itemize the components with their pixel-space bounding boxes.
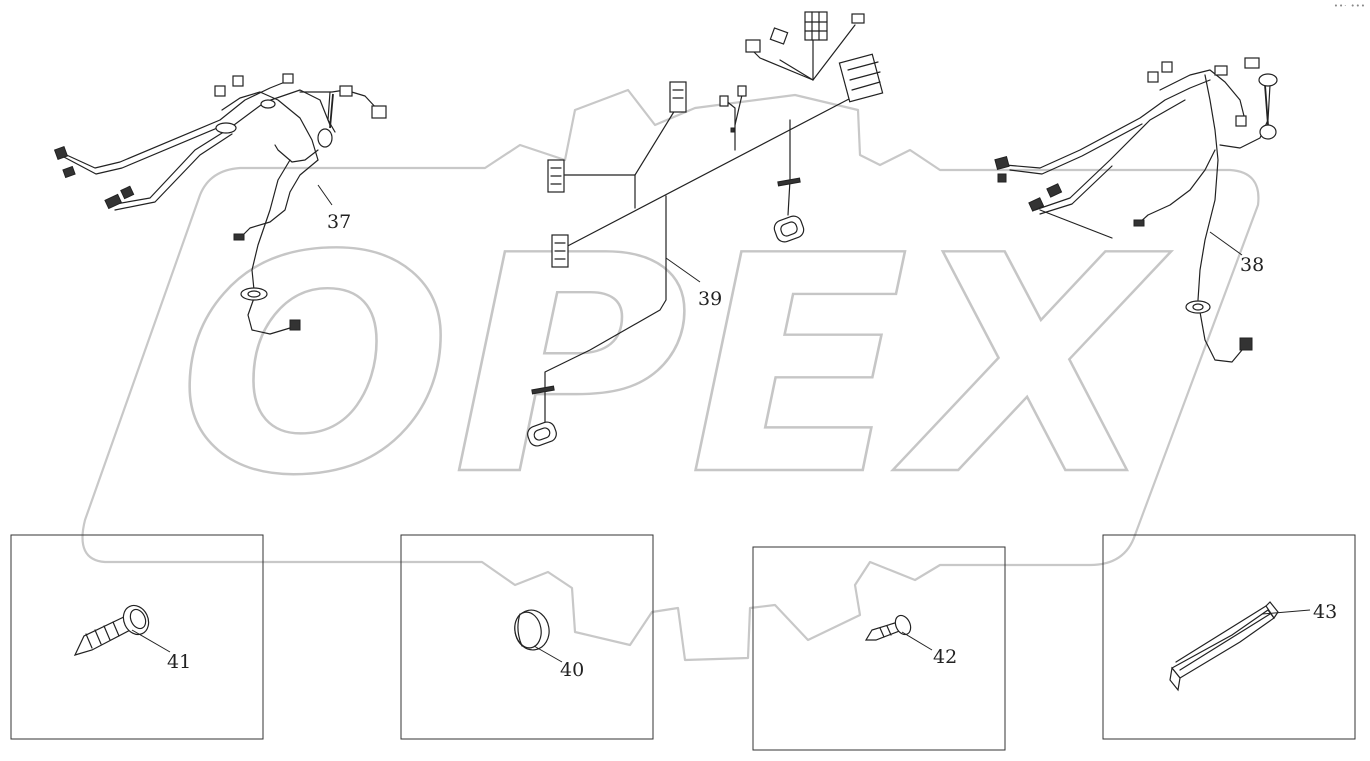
callout-43: 43	[1313, 601, 1337, 623]
detail-box-40	[400, 534, 654, 740]
callout-41: 41	[167, 651, 191, 673]
watermark: OPEX	[81, 88, 1260, 662]
callout-38: 38	[1240, 254, 1264, 276]
bolt-41	[73, 604, 150, 656]
callout-37: 37	[327, 211, 351, 233]
bolt-42	[864, 614, 912, 641]
detail-box-43	[1102, 534, 1356, 740]
harness-39	[527, 11, 884, 447]
plug-40	[514, 609, 550, 651]
detail-box-41	[10, 534, 264, 740]
callout-42: 42	[933, 646, 957, 668]
corner-mark: ••· •••	[1333, 2, 1366, 10]
trim-strip-43	[1169, 601, 1279, 692]
callout-40: 40	[560, 659, 584, 681]
watermark-frame	[81, 88, 1260, 662]
watermark-text: OPEX	[178, 192, 1171, 541]
harness-37	[53, 73, 387, 335]
harness-38	[994, 57, 1278, 363]
detail-box-42	[752, 546, 1006, 751]
callout-39: 39	[698, 288, 722, 310]
